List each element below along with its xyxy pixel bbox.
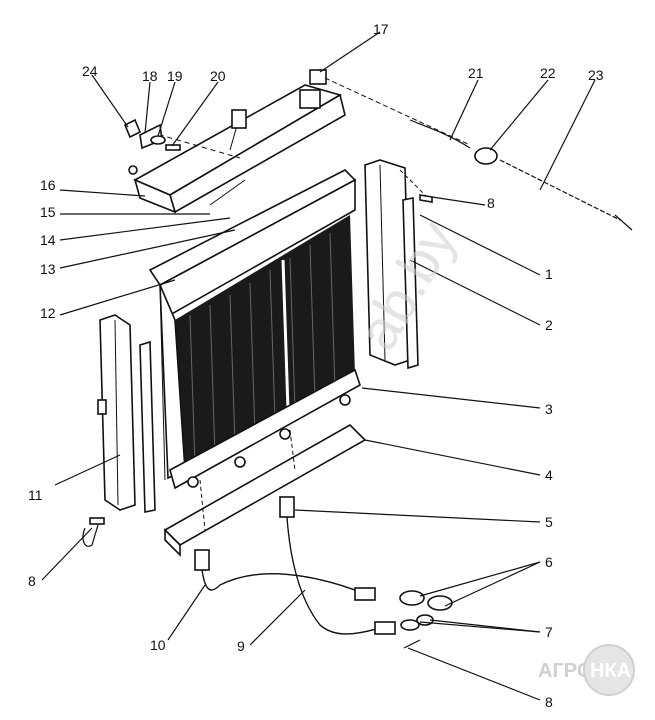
label-1: 1 xyxy=(545,266,553,282)
label-18: 18 xyxy=(142,68,158,84)
label-11: 11 xyxy=(28,487,43,503)
watermark-text: ab.by xyxy=(345,210,468,360)
label-23: 23 xyxy=(588,67,604,83)
label-10: 10 xyxy=(150,637,166,653)
leader-lines xyxy=(41,31,596,701)
label-20: 20 xyxy=(210,68,226,84)
label-17: 17 xyxy=(373,21,389,37)
label-24: 24 xyxy=(82,63,98,79)
label-7: 7 xyxy=(545,624,553,640)
label-8-bottom: 8 xyxy=(545,694,553,710)
pipe-flanges xyxy=(399,590,453,649)
label-12: 12 xyxy=(40,305,56,321)
label-5: 5 xyxy=(545,514,553,530)
label-4: 4 xyxy=(545,467,553,483)
label-3: 3 xyxy=(545,401,553,417)
label-8-top: 8 xyxy=(487,195,495,211)
radiator-core xyxy=(148,169,361,490)
label-2: 2 xyxy=(545,317,553,333)
coolant-pipes xyxy=(194,496,396,635)
label-13: 13 xyxy=(40,261,56,277)
logo-text-right: НКА xyxy=(590,660,631,682)
label-19: 19 xyxy=(167,68,183,84)
part-labels: 17 24 18 19 20 21 22 23 16 15 14 13 12 8… xyxy=(28,21,604,710)
label-15: 15 xyxy=(40,204,56,220)
label-21: 21 xyxy=(468,65,484,81)
label-8-left: 8 xyxy=(28,573,36,589)
upper-mounting-frame xyxy=(133,84,346,214)
bracket-hardware xyxy=(123,118,181,175)
label-16: 16 xyxy=(40,177,56,193)
logo-text-left: АГРО xyxy=(538,660,592,682)
label-9: 9 xyxy=(237,638,245,654)
label-22: 22 xyxy=(540,65,556,81)
filler-cap-and-chain xyxy=(309,69,633,231)
agronka-logo: АГРО НКА xyxy=(538,644,635,696)
bolt-hardware xyxy=(82,517,105,547)
left-side-bracket xyxy=(97,314,156,513)
right-side-bracket xyxy=(364,159,433,370)
label-6: 6 xyxy=(545,554,553,570)
label-14: 14 xyxy=(40,232,56,248)
